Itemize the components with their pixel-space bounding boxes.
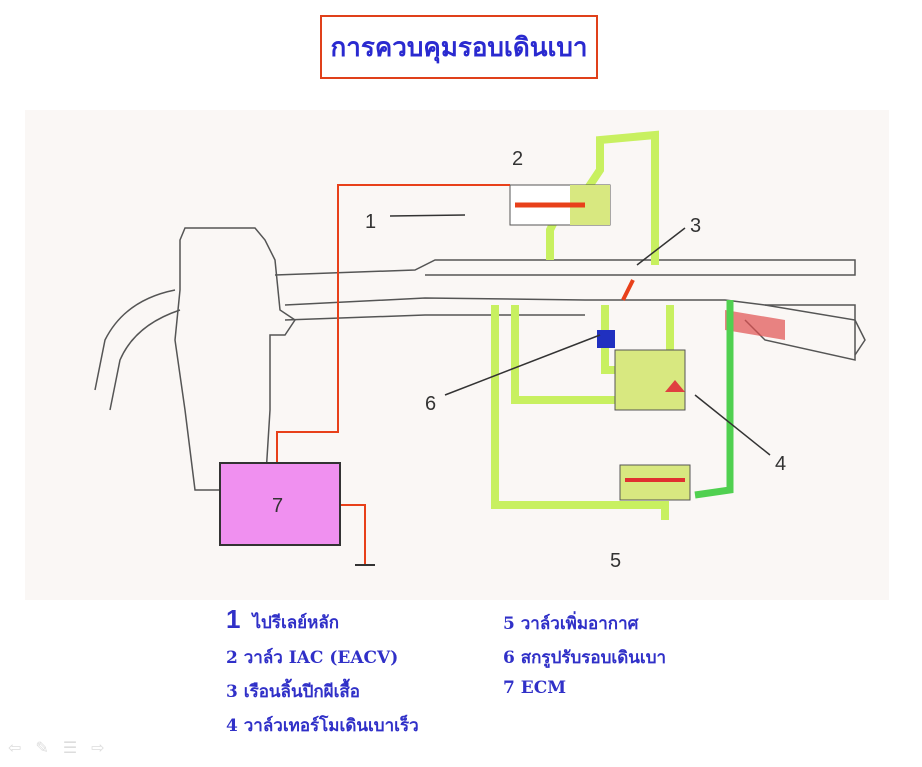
label-4: 4 — [775, 453, 786, 475]
idle-screw — [597, 330, 615, 348]
label-7: 7 — [272, 495, 283, 517]
legend-item-7: 7 ECM — [503, 678, 567, 698]
forward-arrow-icon[interactable]: ⇨ — [91, 738, 105, 757]
label-5: 5 — [610, 550, 621, 572]
slide-title: การควบคุมรอบเดินเบา — [330, 32, 588, 63]
thermo-valve — [665, 380, 685, 392]
label-2: 2 — [512, 148, 523, 170]
slide-nav: ⇦ ✎ ☰ ⇨ — [8, 738, 105, 757]
legend-item-6: 6 สกรูปรับรอบเดินเบา — [503, 648, 667, 668]
menu-icon[interactable]: ☰ — [62, 738, 78, 757]
label-6: 6 — [425, 393, 436, 415]
legend-item-4: 4 วาล์วเทอร์โมเดินเบาเร็ว — [226, 716, 419, 736]
legend-item-5: 5 วาล์วเพิ่มอากาศ — [503, 614, 639, 634]
back-arrow-icon[interactable]: ⇦ — [8, 738, 22, 757]
label-1: 1 — [365, 211, 376, 233]
label-3: 3 — [690, 215, 701, 237]
legend-item-2: 2 วาล์ว IAC (EACV) — [226, 648, 399, 668]
engine-outline — [94, 227, 866, 491]
coolant-line — [694, 300, 734, 499]
idle-control-diagram: 1 2 3 4 5 6 7 — [25, 110, 889, 600]
title-box: การควบคุมรอบเดินเบา — [320, 15, 598, 79]
pen-icon[interactable]: ✎ — [35, 738, 49, 757]
legend-item-3: 3 เรือนลิ้นปีกผีเสื้อ — [226, 682, 361, 702]
ecm-box — [219, 462, 341, 546]
throttle-valve — [621, 279, 635, 301]
